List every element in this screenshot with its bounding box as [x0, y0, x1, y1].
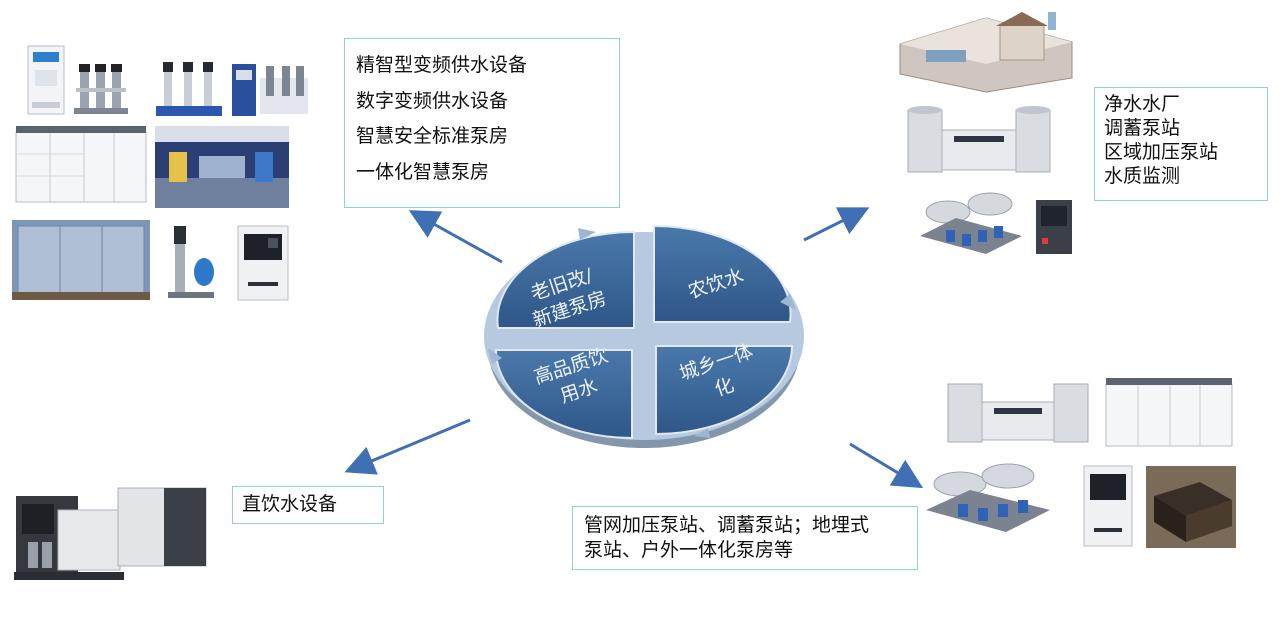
box-line: 水质监测	[1104, 164, 1181, 187]
box-line: 精智型变频供水设备	[356, 54, 528, 76]
box-line: 调蓄泵站	[1104, 116, 1181, 139]
ring-arrowhead	[488, 348, 502, 364]
box-line: 数字变频供水设备	[356, 89, 509, 112]
pump-set-image	[74, 64, 128, 114]
arrow-top-right	[803, 207, 870, 242]
top-right-text-box: 净水水厂 调蓄泵站 区域加压泵站 水质监测	[1094, 87, 1268, 201]
bottom-right-text-box: 管网加压泵站、调蓄泵站；地埋式 泵站、户外一体化泵房等	[572, 506, 918, 570]
digital-pump-image	[232, 64, 308, 116]
ring-arrowhead	[578, 228, 596, 240]
quadrant-top-left	[496, 230, 635, 329]
arrow-top-left	[408, 210, 503, 264]
water-plant-image	[899, 12, 1073, 93]
direct-drinking-water-equipment-image	[14, 487, 207, 580]
arrow-bottom-right	[849, 442, 924, 489]
control-panel-image	[237, 225, 289, 301]
ring-arrowhead	[694, 428, 710, 438]
pump-room-interior-image	[155, 126, 289, 208]
vertical-pump-image	[168, 226, 214, 298]
control-cabinet-image	[27, 45, 65, 115]
box-line: 泵站、户外一体化泵房等	[584, 539, 794, 562]
bottom-left-text-box: 直饮水设备	[232, 486, 384, 524]
integrated-pump-house-image	[15, 126, 147, 203]
quadrant-bottom-right	[655, 345, 794, 436]
booster-pump-image	[156, 62, 222, 116]
storage-tank-station-image	[907, 106, 1051, 173]
center-quadrant-diagram: 老旧改/ 新建泵房 农饮水 城乡一体 化 高品质饮 用水	[484, 224, 804, 448]
box-line: 净水水厂	[1104, 93, 1181, 115]
arrow-bottom-left	[344, 418, 471, 475]
control-cabinet-image-2	[1083, 465, 1133, 547]
box-line: 直饮水设备	[242, 493, 338, 515]
pipeline-pressure-pump-image	[926, 463, 1050, 532]
water-quality-monitor-image	[1036, 200, 1072, 254]
ring-arrowhead	[780, 294, 796, 310]
quadrant-bottom-left	[494, 349, 633, 440]
underground-pump-station-image	[1146, 466, 1236, 548]
storage-tank-station-image-2	[947, 383, 1089, 443]
top-left-text-box: 精智型变频供水设备 数字变频供水设备 智慧安全标准泵房 一体化智慧泵房	[344, 38, 620, 208]
box-line: 区域加压泵站	[1104, 140, 1219, 163]
box-line: 管网加压泵站、调蓄泵站；地埋式	[584, 514, 870, 536]
pressure-pump-station-image	[920, 192, 1022, 254]
integrated-pump-house-image-2	[1105, 378, 1233, 447]
box-line: 一体化智慧泵房	[356, 161, 490, 184]
outdoor-pump-house-image	[12, 220, 150, 300]
box-line: 智慧安全标准泵房	[356, 125, 509, 148]
